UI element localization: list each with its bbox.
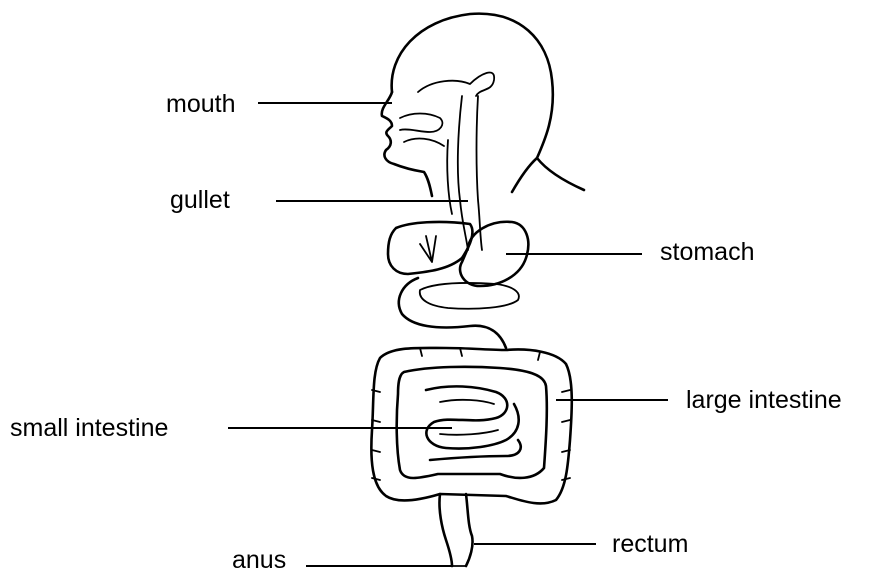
- mouth-cavity: [400, 114, 442, 133]
- label-rectum: rectum: [612, 532, 688, 557]
- small-intestine-inner: [440, 400, 498, 435]
- label-stomach: stomach: [660, 240, 754, 265]
- head-outline: [392, 14, 584, 190]
- label-anus: anus: [232, 548, 286, 573]
- label-gullet: gullet: [170, 188, 230, 213]
- label-large-intestine: large intestine: [686, 388, 842, 413]
- large-intestine-outer: [371, 348, 571, 504]
- label-small-intestine: small intestine: [10, 416, 168, 441]
- gullet-tube-right: [477, 96, 483, 250]
- duodenum: [399, 278, 506, 348]
- bile-ducts: [420, 236, 436, 262]
- face-profile: [382, 92, 432, 196]
- trachea: [447, 140, 452, 214]
- pancreas: [420, 283, 519, 309]
- gullet-tube-left: [458, 96, 468, 250]
- rectum: [439, 494, 472, 566]
- tongue: [404, 139, 444, 146]
- nasal-cavity: [418, 72, 494, 96]
- label-mouth: mouth: [166, 92, 235, 117]
- neck-back: [512, 158, 537, 192]
- small-intestine: [426, 386, 521, 460]
- large-intestine-inner: [397, 367, 547, 478]
